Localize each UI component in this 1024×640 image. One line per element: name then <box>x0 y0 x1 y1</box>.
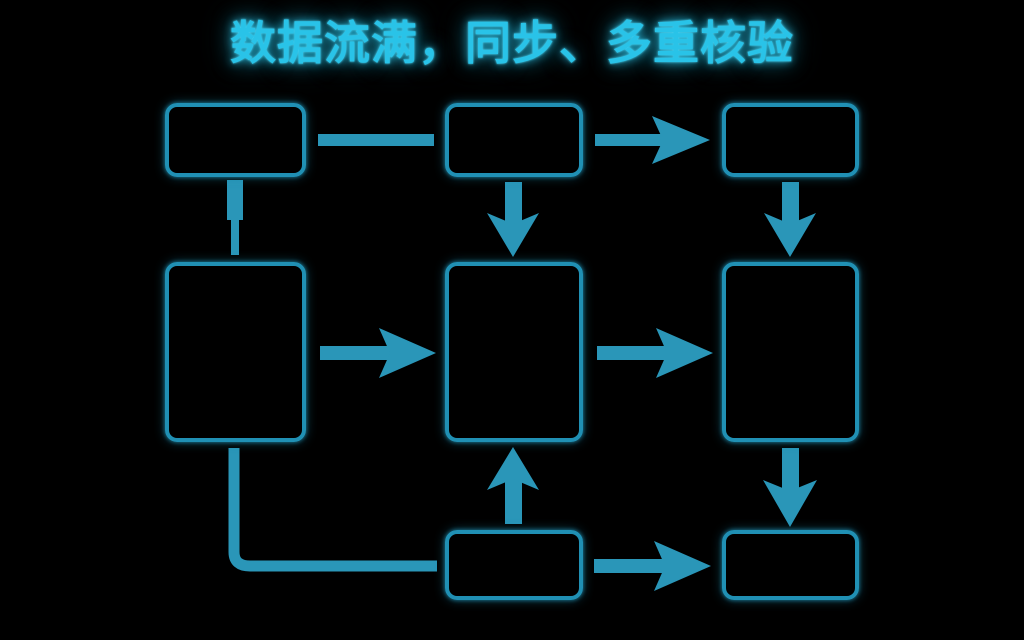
connector-arrow-r1c3-r2c3 <box>764 182 816 257</box>
connector-arrow-r1c2-r1c3 <box>595 116 710 164</box>
connector-arrow-r2c1-r2c2 <box>320 328 436 378</box>
node-r1c3[interactable] <box>722 103 859 177</box>
page-title: 数据流满，同步、多重核验 <box>230 17 794 69</box>
connector-arrow-r2c3-r3c3 <box>763 448 817 527</box>
connector-arrow-r2c2-r2c3 <box>597 328 713 378</box>
node-r2c3[interactable] <box>722 262 859 442</box>
connector-stub-r1c1-r2c1 <box>227 180 243 255</box>
connector-arrow-r1c2-r2c2 <box>487 182 539 257</box>
connector-arrow-r3c2-r3c3 <box>594 541 711 591</box>
node-r2c2[interactable] <box>445 262 583 442</box>
connector-elbow-r2c1-r3c2 <box>228 448 437 572</box>
node-r3c3[interactable] <box>722 530 859 600</box>
connector-arrow-r3c2-r2c2 <box>487 447 539 524</box>
node-r1c1[interactable] <box>165 103 306 177</box>
node-r2c1[interactable] <box>165 262 306 442</box>
node-r3c2[interactable] <box>445 530 583 600</box>
node-r1c2[interactable] <box>445 103 583 177</box>
connector-line-r1c1-r1c2 <box>318 134 434 146</box>
